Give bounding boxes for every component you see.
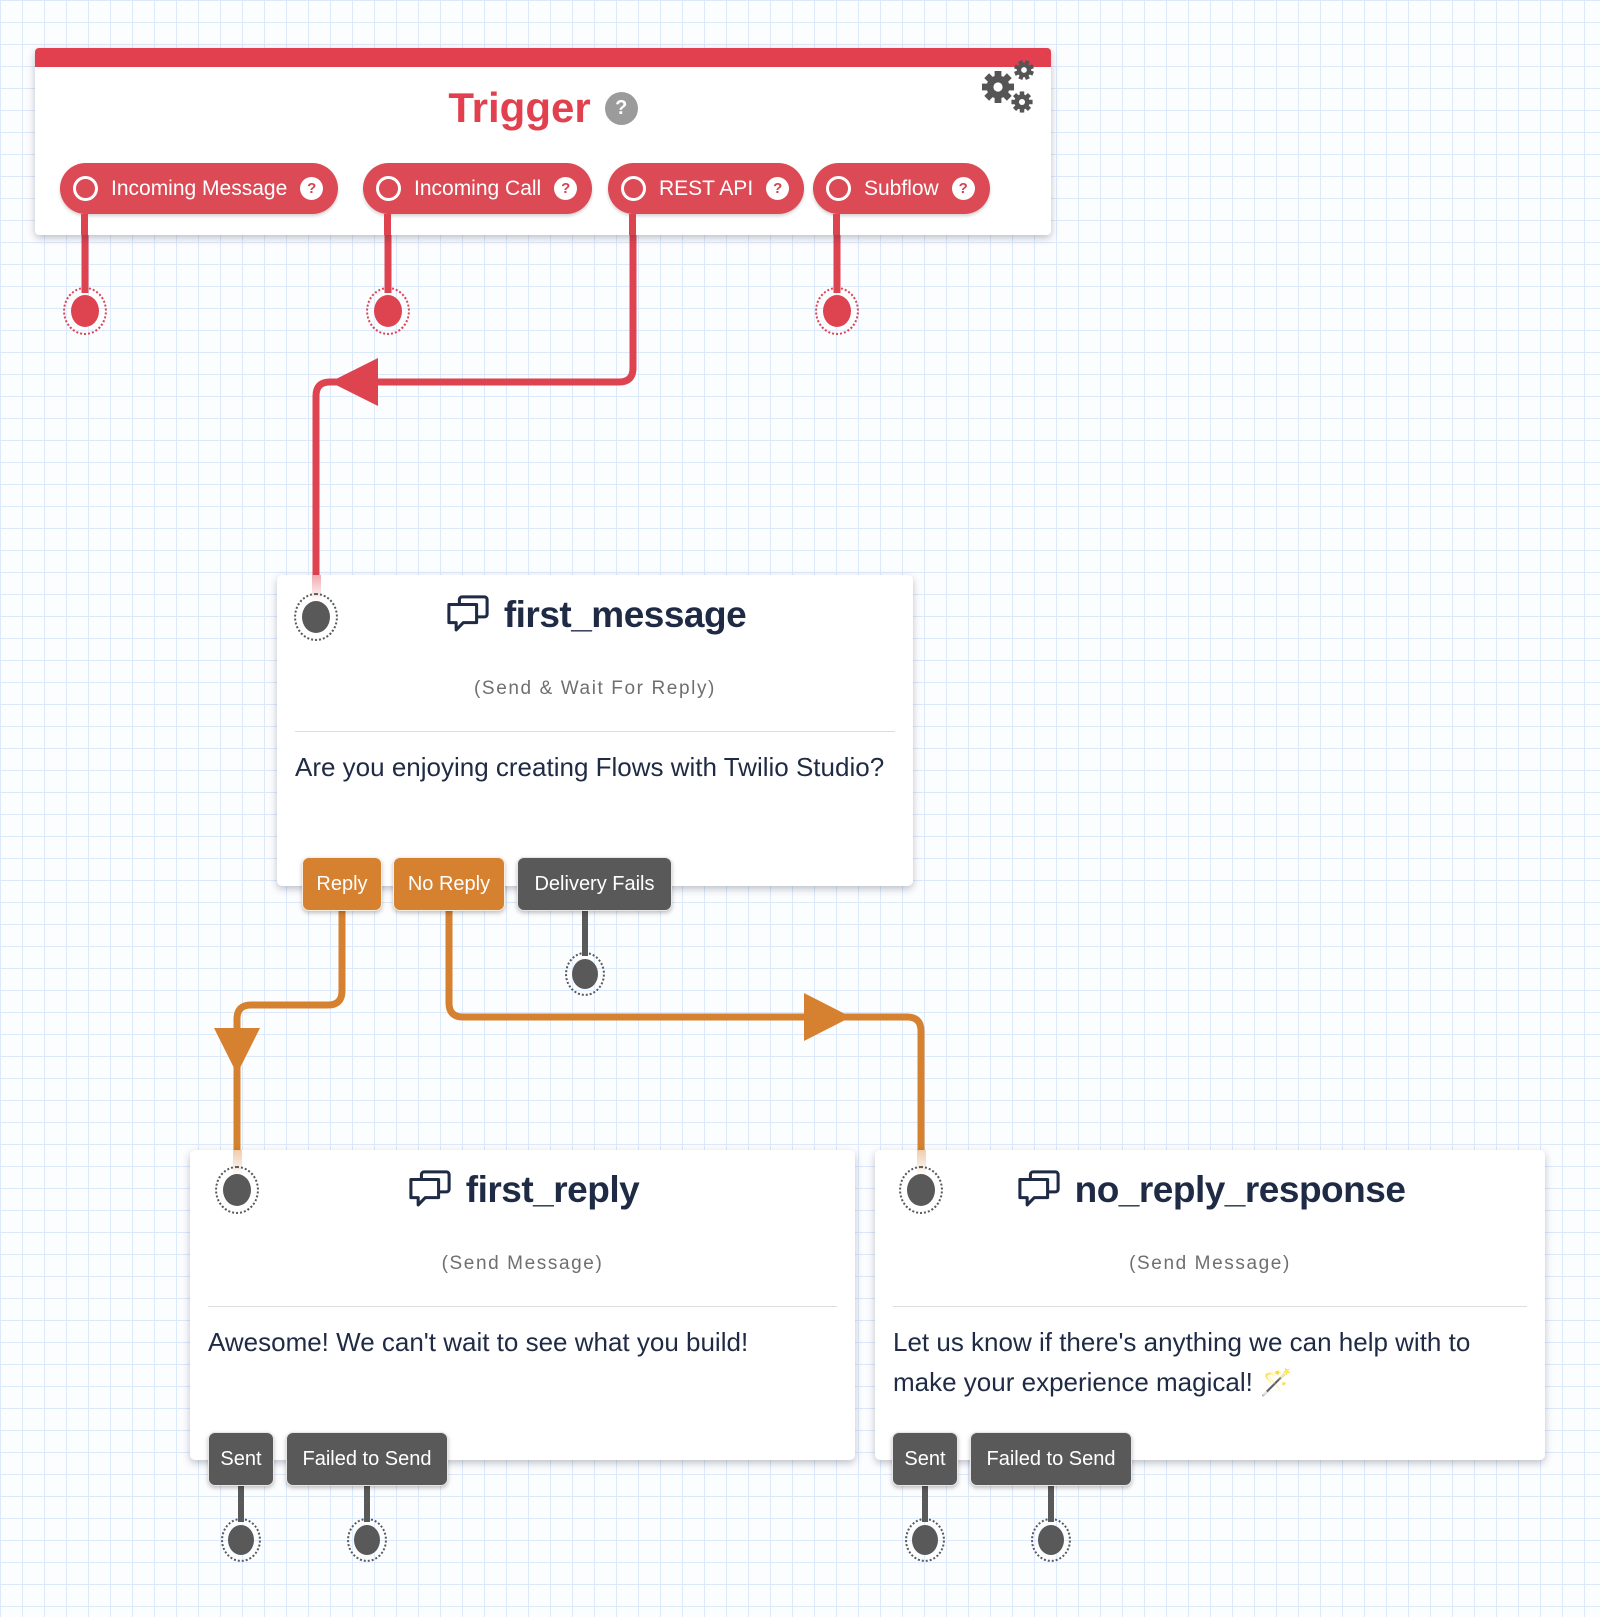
port-first-reply-sent[interactable]	[221, 1518, 261, 1562]
arrowhead-right	[804, 993, 851, 1041]
trigger-pill-subflow[interactable]: Subflow ?	[813, 163, 990, 214]
port-first-reply-failed[interactable]	[347, 1518, 387, 1562]
gear-large	[982, 71, 1014, 103]
widget-header[interactable]: first_message	[277, 594, 913, 636]
trigger-port-subflow[interactable]	[815, 287, 859, 335]
trigger-port-incoming-call[interactable]	[366, 287, 410, 335]
divider	[295, 731, 895, 732]
transition-reply[interactable]: Reply	[302, 857, 382, 911]
transition-sent[interactable]: Sent	[208, 1432, 274, 1486]
pill-label: REST API	[659, 176, 754, 200]
pill-label: Incoming Call	[414, 176, 542, 200]
trigger-accent-bar	[35, 48, 1051, 67]
arrowhead-left	[330, 358, 378, 406]
connector-tail	[917, 1150, 926, 1176]
widget-message-text: Awesome! We can't wait to see what you b…	[208, 1327, 749, 1357]
widget-title: first_reply	[465, 1169, 640, 1210]
pill-label: Subflow	[864, 176, 939, 200]
divider	[208, 1306, 837, 1307]
widget-no-reply-response[interactable]: no_reply_response (Send Message) Let us …	[875, 1150, 1545, 1486]
transition-failed-to-send[interactable]: Failed to Send	[970, 1432, 1132, 1486]
connector-rest-api-to-first-message	[312, 235, 637, 578]
widget-title: first_message	[503, 594, 747, 635]
widget-type-label: (Send Message)	[1129, 1253, 1291, 1274]
connector-no-reply-to-no-reply-response	[445, 908, 925, 1152]
widget-first-message[interactable]: first_message (Send & Wait For Reply) Ar…	[277, 575, 913, 911]
pill-stub-line	[833, 214, 840, 235]
transition-sent[interactable]: Sent	[892, 1432, 958, 1486]
connection-ring-icon	[376, 176, 401, 201]
connection-ring-icon	[826, 176, 851, 201]
widget-type-label: (Send Message)	[441, 1253, 604, 1274]
connection-ring-icon	[621, 176, 646, 201]
trigger-help-icon[interactable]: ?	[604, 91, 638, 125]
port-no-reply-sent[interactable]	[905, 1518, 945, 1562]
input-port-no-reply-response[interactable]	[899, 1166, 943, 1214]
transition-no-reply[interactable]: No Reply	[393, 857, 505, 911]
port-delivery-fails[interactable]	[565, 952, 605, 996]
help-icon[interactable]: ?	[951, 177, 975, 200]
input-port-first-message[interactable]	[294, 593, 338, 641]
widget-first-reply[interactable]: first_reply (Send Message) Awesome! We c…	[190, 1150, 855, 1486]
widget-message-text: Are you enjoying creating Flows with Twi…	[295, 752, 885, 782]
widget-type-label: (Send & Wait For Reply)	[474, 678, 716, 699]
widget-title: no_reply_response	[1074, 1169, 1406, 1210]
trigger-pill-incoming-message[interactable]: Incoming Message ?	[60, 163, 339, 214]
chat-bubbles-icon	[447, 595, 489, 632]
connection-ring-icon	[73, 176, 98, 201]
pill-label: Incoming Message	[111, 176, 288, 200]
input-port-first-reply[interactable]	[215, 1166, 259, 1214]
chat-bubbles-icon	[409, 1170, 451, 1207]
divider	[893, 1306, 1527, 1307]
trigger-title: Trigger	[448, 84, 591, 131]
trigger-pill-incoming-call[interactable]: Incoming Call ?	[363, 163, 593, 214]
help-icon[interactable]: ?	[766, 177, 790, 200]
widget-header[interactable]: first_reply	[190, 1169, 855, 1211]
pill-stub-line	[629, 214, 636, 235]
connector-tail	[312, 575, 321, 601]
connector-reply-to-first-reply	[233, 908, 346, 1152]
trigger-port-incoming-message[interactable]	[63, 287, 107, 335]
transition-failed-to-send[interactable]: Failed to Send	[286, 1432, 448, 1486]
transition-delivery-fails[interactable]: Delivery Fails	[517, 857, 672, 911]
help-icon[interactable]: ?	[554, 177, 578, 200]
gear-small-top	[1014, 60, 1034, 80]
widget-header[interactable]: no_reply_response	[875, 1169, 1545, 1211]
arrowhead-down	[214, 1028, 260, 1074]
widget-message-text: Let us know if there's anything we can h…	[893, 1327, 1471, 1397]
pill-stub-line	[384, 214, 391, 235]
connector-tail	[233, 1150, 242, 1176]
gear-icon[interactable]	[975, 58, 1037, 119]
trigger-widget[interactable]: Trigger ?	[35, 48, 1051, 235]
port-no-reply-failed[interactable]	[1031, 1518, 1071, 1562]
chat-bubbles-icon	[1017, 1170, 1060, 1207]
pill-stub-line	[81, 214, 88, 235]
trigger-pill-rest-api[interactable]: REST API ?	[608, 163, 805, 214]
gear-small-bottom	[1011, 91, 1033, 113]
help-icon[interactable]: ?	[300, 177, 324, 200]
